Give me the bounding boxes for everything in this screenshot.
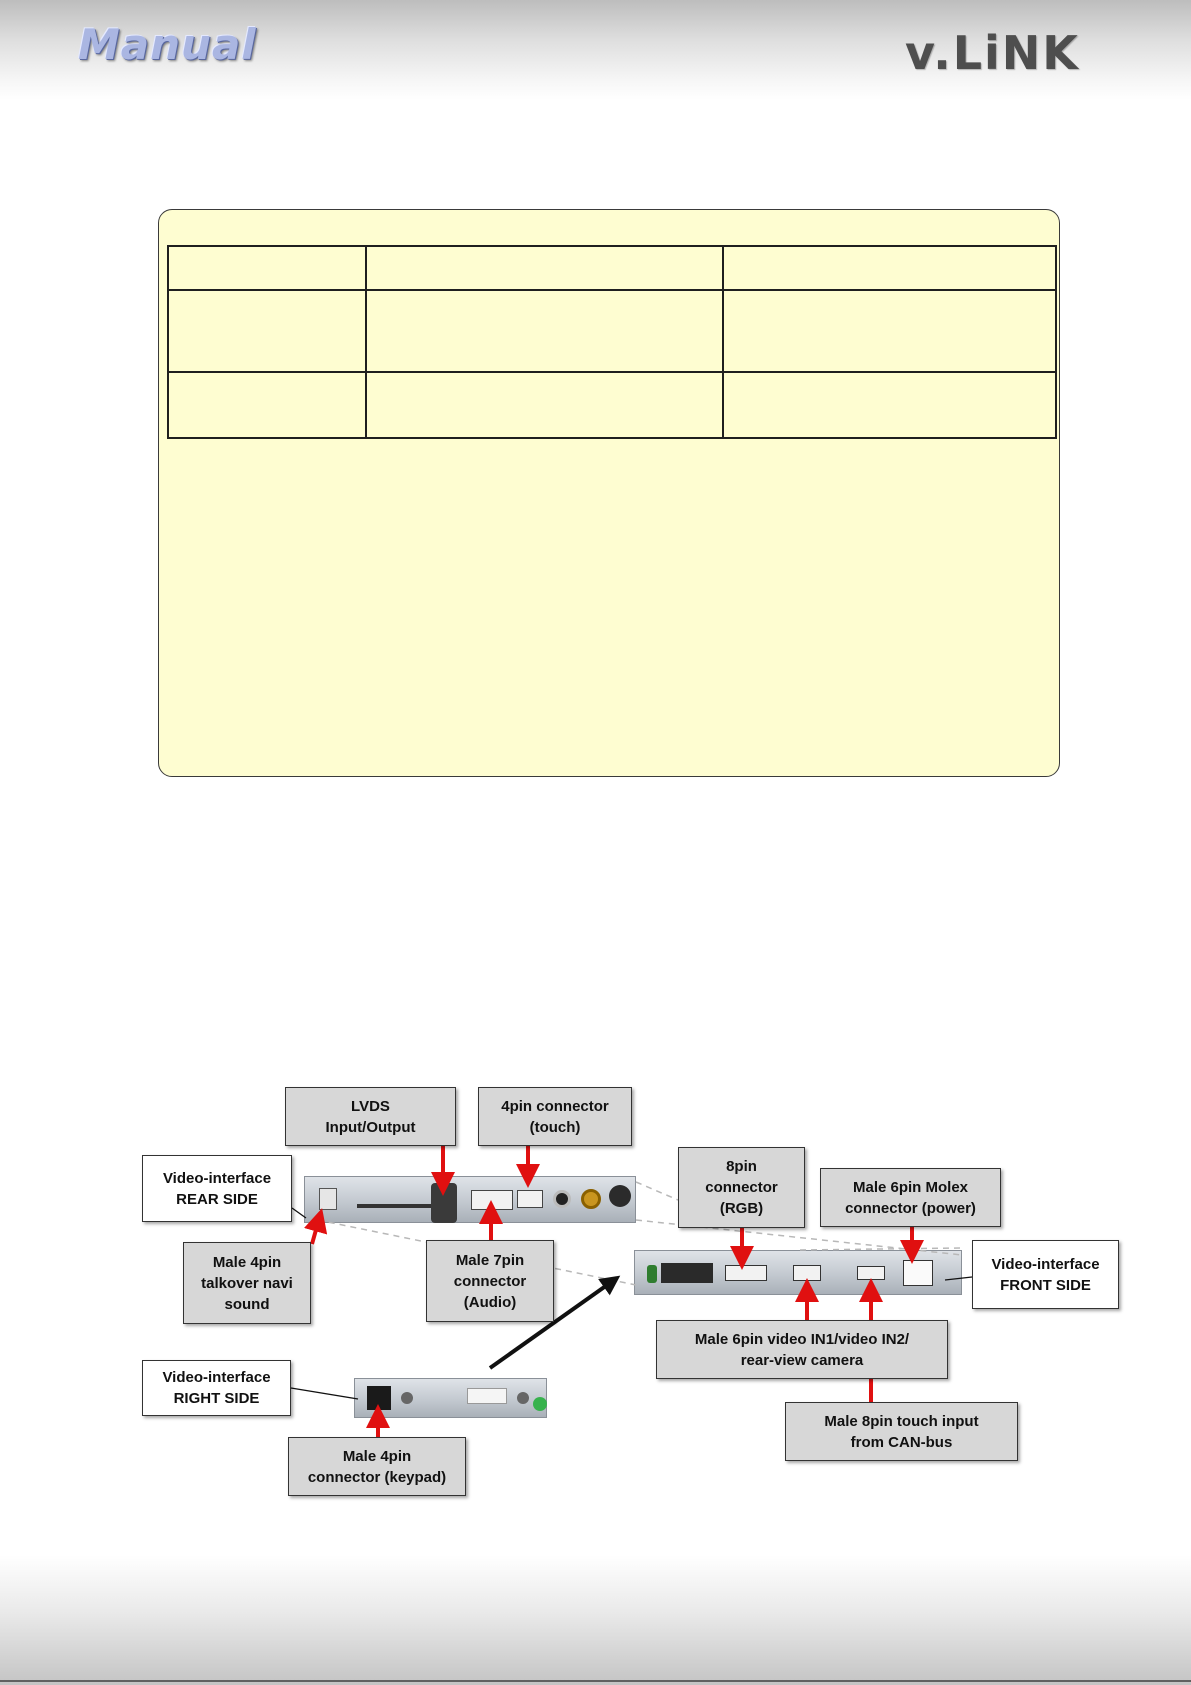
manual-title: Manual xyxy=(78,20,257,69)
label-front-side: Video-interface FRONT SIDE xyxy=(972,1240,1119,1309)
leader-lines xyxy=(290,1207,973,1400)
connector-diagram: LVDS Input/Output 4pin connector (touch)… xyxy=(0,1080,1191,1500)
label-audio-connector: Male 7pin connector (Audio) xyxy=(426,1240,554,1322)
table-cell xyxy=(722,371,1057,439)
label-can-touch: Male 8pin touch input from CAN-bus xyxy=(785,1402,1018,1461)
screw xyxy=(401,1392,413,1404)
orientation-arrow xyxy=(488,1275,621,1370)
touch-port xyxy=(517,1190,543,1208)
label-molex-connector: Male 6pin Molex connector (power) xyxy=(820,1168,1001,1227)
table-cell xyxy=(365,289,724,373)
label-talkover: Male 4pin talkover navi sound xyxy=(183,1242,311,1324)
table-row xyxy=(167,289,1057,373)
table-cell xyxy=(167,245,367,291)
table-cell xyxy=(167,289,367,373)
dip-switch xyxy=(661,1263,713,1283)
talkover-port xyxy=(319,1188,337,1210)
header-band xyxy=(0,0,1191,100)
label-video-connector: Male 6pin video IN1/video IN2/ rear-view… xyxy=(656,1320,948,1379)
label-keypad-connector: Male 4pin connector (keypad) xyxy=(288,1437,466,1496)
table-cell xyxy=(167,371,367,439)
dashed-guide-lines xyxy=(317,1181,963,1286)
rca-port xyxy=(581,1189,601,1209)
info-panel xyxy=(158,209,1060,777)
led-indicator xyxy=(647,1265,657,1283)
table-cell xyxy=(722,245,1057,291)
label-touch-connector: 4pin connector (touch) xyxy=(478,1087,632,1146)
table-cell xyxy=(365,245,724,291)
table-row xyxy=(167,245,1057,291)
table-row xyxy=(167,371,1057,439)
label-lvds: LVDS Input/Output xyxy=(285,1087,456,1146)
label-sticker xyxy=(467,1388,507,1404)
table-cell xyxy=(365,371,724,439)
green-sticker xyxy=(533,1397,547,1411)
antenna-port xyxy=(609,1185,631,1207)
info-table xyxy=(167,245,1057,439)
label-rgb-connector: 8pin connector (RGB) xyxy=(678,1147,805,1228)
footer-band xyxy=(0,1555,1191,1685)
label-right-side: Video-interface RIGHT SIDE xyxy=(142,1360,291,1416)
jack-port xyxy=(553,1190,571,1208)
screw xyxy=(517,1392,529,1404)
table-cell xyxy=(722,289,1057,373)
lvds-slot xyxy=(357,1204,437,1208)
brand-logo: v.LiNK xyxy=(905,26,1080,80)
footer-line xyxy=(0,1680,1191,1682)
arrow-talkover xyxy=(304,1208,328,1245)
label-rear-side: Video-interface REAR SIDE xyxy=(142,1155,292,1222)
